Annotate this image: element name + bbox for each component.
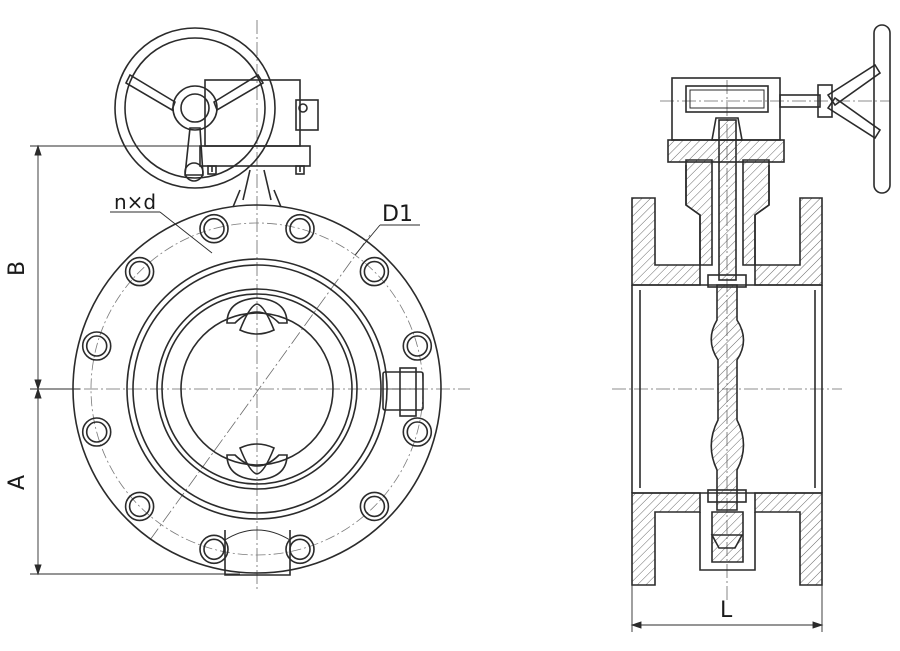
bolt-hole <box>81 331 112 361</box>
body-ring-inner <box>132 264 382 514</box>
dim-b-label: B <box>5 261 30 276</box>
gearbox-icon <box>199 79 319 175</box>
front-view <box>30 20 470 590</box>
bolt-hole-inner <box>85 421 108 443</box>
butterfly-disc-icon <box>226 297 288 481</box>
bolt-hole <box>402 331 433 361</box>
bolt-hole-inner <box>128 260 151 283</box>
bolt-hole <box>199 534 229 565</box>
bolt-hole-inner <box>128 495 151 518</box>
bolt-holes <box>81 213 433 565</box>
neck <box>232 169 282 208</box>
bolt-hole <box>359 491 390 522</box>
bolt-hole <box>285 534 315 565</box>
bolt-hole-inner <box>363 495 386 518</box>
bolt-hole <box>402 417 433 447</box>
disc-profile <box>710 284 745 511</box>
bolt-hole-inner <box>85 335 108 357</box>
bolt-hole <box>199 213 229 244</box>
bolt-hole <box>124 491 155 522</box>
bore-circle <box>180 312 334 466</box>
bolt-hole <box>124 256 155 287</box>
bolt-hole-inner <box>363 260 386 283</box>
dim-l-label: L <box>720 598 733 623</box>
handwheel-icon <box>114 27 276 189</box>
bolt-hole <box>285 213 315 244</box>
bolt-hole-inner <box>203 538 225 561</box>
bolt-hole-inner <box>203 217 225 240</box>
bolt-hole-inner <box>406 421 429 443</box>
flange-icon <box>631 197 701 286</box>
bolt-hole <box>359 256 390 287</box>
holes-label: n×d <box>114 190 156 214</box>
dim-a-label: A <box>5 475 30 490</box>
seat-outer <box>156 288 358 490</box>
side-lug <box>382 367 424 417</box>
bolt-circle-label: D1 <box>382 202 413 227</box>
bolt-hole <box>81 417 112 447</box>
side-view <box>612 24 891 632</box>
seat-inner <box>161 293 353 485</box>
bottom-foot <box>224 530 291 576</box>
bolt-hole-inner <box>289 217 311 240</box>
bolt-hole-inner <box>406 335 429 357</box>
dimension-lines <box>30 144 420 576</box>
